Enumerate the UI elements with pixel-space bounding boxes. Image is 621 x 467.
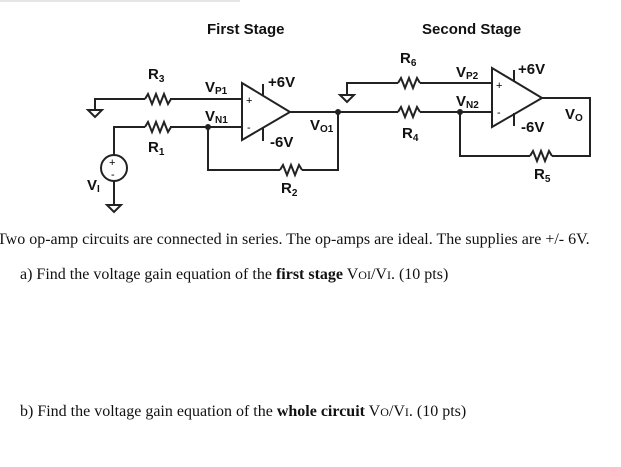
second-stage: + - [337,66,591,164]
label-vo1: VO1 [310,117,334,135]
opamp2-triangle [491,66,544,129]
label-r6: R6 [400,50,417,69]
label-r2: R2 [281,180,298,199]
label-r4: R4 [402,125,419,144]
resistor-r5 [529,148,553,164]
label-r1: R1 [148,139,165,158]
node-vo1 [335,109,341,115]
ground-icon [104,204,124,214]
ground-icon [337,94,357,104]
label-vn2: VN2 [456,93,479,111]
label-r5: R5 [534,166,551,185]
vp2-wire [346,82,492,95]
feedback-wire-r2 [207,112,339,171]
label-vp1: VP1 [205,79,228,97]
opamp1-triangle [241,81,292,142]
opamp1-plus: + [246,95,252,107]
opamp1-neg-supply: -6V [270,134,293,151]
opamp2-minus: - [497,107,501,119]
resistor-r4 [397,104,421,120]
opamp2-pos-supply: +6V [518,61,545,78]
first-stage-title: First Stage [207,21,285,38]
second-stage-title: Second Stage [422,21,521,38]
label-vp2: VP2 [456,64,479,82]
vp1-wire [94,98,242,110]
label-vn1: VN1 [205,108,228,126]
source-plus: + [109,157,115,169]
question-b: b) Find the voltage gain equation of the… [20,403,467,420]
ground-icon [85,109,105,119]
opamp2-plus: + [496,80,502,92]
feedback-wire-r5 [459,97,591,157]
source-minus: - [111,169,115,181]
label-r3: R3 [148,66,165,85]
opamp1-pos-supply: +6V [268,74,295,91]
vn1-wire [113,126,242,155]
resistor-r1 [144,119,172,135]
resistor-r3 [144,91,172,107]
opamp1-minus: - [247,122,251,134]
first-stage: + - + - [85,81,345,214]
resistor-r6 [397,75,421,91]
label-vi: VI [87,177,100,195]
opamp2-neg-supply: -6V [521,119,544,136]
resistor-r2 [279,162,303,178]
label-vo: VO [565,106,583,124]
question-a: a) Find the voltage gain equation of the… [20,266,449,283]
problem-intro: Two op-amp circuits are connected in ser… [0,231,590,248]
